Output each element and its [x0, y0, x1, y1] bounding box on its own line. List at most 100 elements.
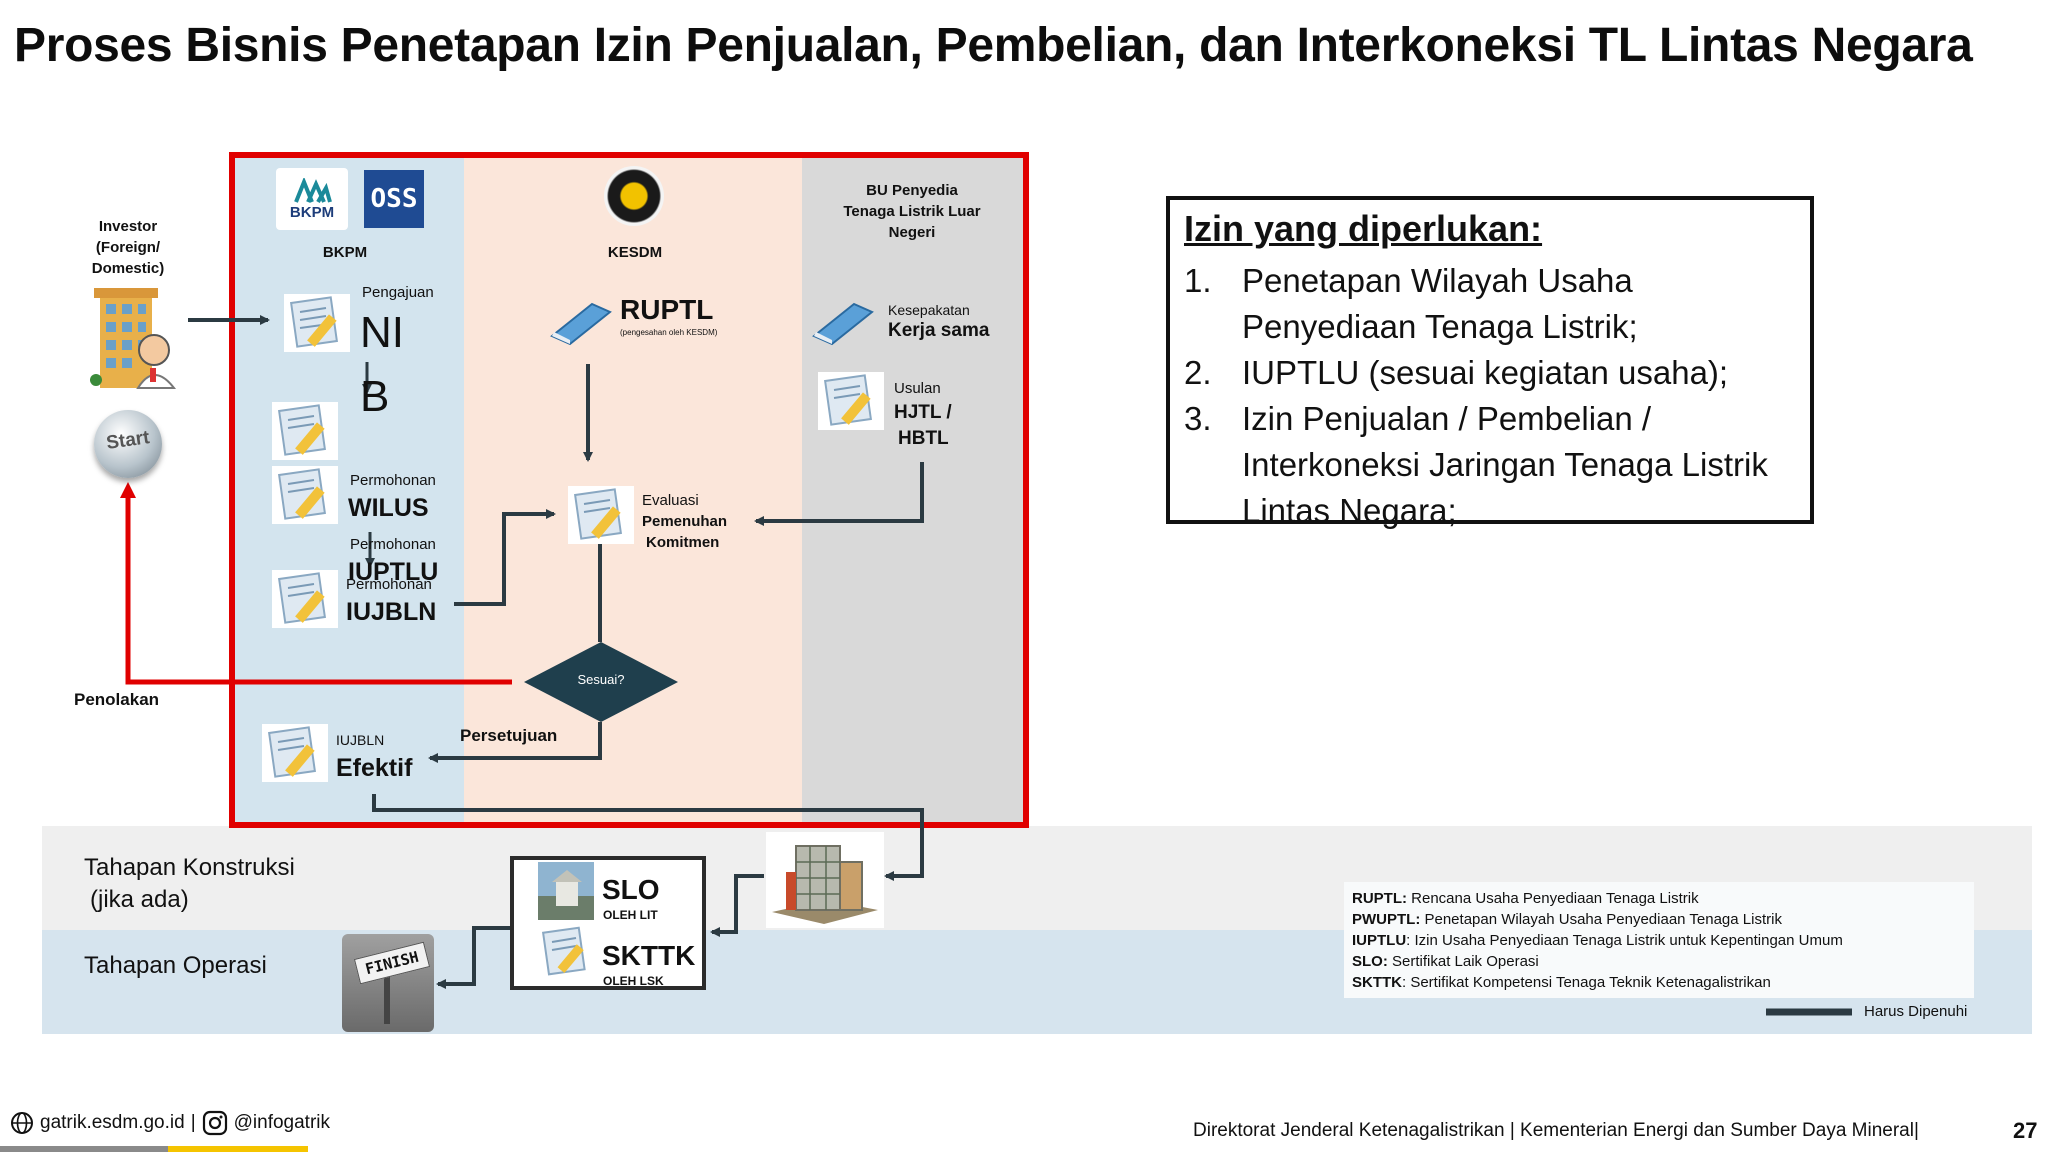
nib-document-icon	[284, 294, 350, 352]
requirement-text: Penetapan Wilayah Usaha Penyediaan Tenag…	[1242, 262, 1638, 345]
wilus-title: WILUS	[348, 494, 429, 522]
effective-document-icon	[262, 724, 328, 782]
iujbln-document-icon	[272, 570, 338, 628]
glossary-def: : Sertifikat Kompetensi Tenaga Teknik Ke…	[1402, 974, 1771, 991]
website-link[interactable]: gatrik.esdm.go.id	[40, 1112, 185, 1133]
bkpm-logo: BKPM	[276, 168, 348, 230]
lane-bu	[802, 157, 1024, 823]
requirement-num: 2.	[1184, 354, 1212, 391]
hjtl-title-2: HBTL	[898, 428, 949, 449]
social-link[interactable]: @infogatrik	[233, 1112, 331, 1133]
skttk-sub: OLEH LSK	[603, 974, 664, 988]
stage-construction-line1: Tahapan Konstruksi	[84, 854, 295, 881]
nib-caption: Pengajuan	[362, 284, 434, 301]
slo-sub: OLEH LIT	[603, 908, 658, 922]
glossary-def: Penetapan Wilayah Usaha Penyediaan Tenag…	[1420, 911, 1782, 928]
glossary-item: SKTTK: Sertifikat Kompetensi Tenaga Tekn…	[1352, 972, 1966, 993]
glossary-item: SLO: Sertifikat Laik Operasi	[1352, 951, 1966, 972]
stage-construction-line2: (jika ada)	[90, 886, 189, 913]
bkpm-logo-text: BKPM	[289, 203, 335, 221]
footer-bar-gray	[0, 1146, 168, 1152]
requirement-item: 2. IUPTLU (sesuai kegiatan usaha);	[1184, 350, 1804, 396]
requirement-text: Izin Penjualan / Pembelian / Interkoneks…	[1242, 400, 1768, 529]
effective-title: Efektif	[336, 754, 413, 782]
nib-title-2: B	[360, 372, 390, 421]
evaluation-line2: Pemenuhan	[642, 513, 728, 530]
hjtl-title-1: HJTL /	[894, 402, 952, 423]
investor-label: Investor (Foreign/ Domestic)	[80, 216, 176, 279]
kesdm-emblem-icon	[604, 166, 664, 226]
globe-icon	[11, 1112, 33, 1134]
bkpm-label: BKPM	[322, 244, 368, 261]
wilus-document-icon	[272, 466, 338, 524]
decision-diamond	[524, 642, 678, 722]
instagram-icon	[202, 1110, 227, 1136]
bkpm-emblem-icon	[294, 177, 332, 203]
ruptl-title: RUPTL	[620, 294, 714, 325]
investor-label-text: Investor (Foreign/ Domestic)	[91, 218, 165, 277]
glossary-term: IUPTLU	[1352, 932, 1407, 949]
effective-caption: IUJBLN	[336, 732, 385, 748]
decision-label: Sesuai?	[577, 672, 625, 687]
iuptlu-title: IUPTLU	[348, 558, 439, 586]
agreement-caption: Kesepakatan	[888, 302, 970, 318]
glossary-def: : Izin Usaha Penyediaan Tenaga Listrik u…	[1406, 932, 1843, 949]
footer-org: Direktorat Jenderal Ketenagalistrikan | …	[1193, 1120, 1919, 1141]
ruptl-book-icon	[550, 302, 612, 346]
requirements-box: Izin yang diperlukan: 1. Penetapan Wilay…	[1166, 196, 1814, 529]
glossary-term: SLO:	[1352, 953, 1388, 970]
hjtl-document-icon	[818, 372, 884, 430]
glossary-term: SKTTK	[1352, 974, 1402, 991]
finish-sign-pole	[384, 964, 390, 1024]
slo-building-icon	[538, 862, 594, 920]
ruptl-note: (pengesahan oleh KESDM)	[620, 328, 718, 337]
investor-building-icon	[90, 288, 177, 389]
approval-label: Persetujuan	[460, 726, 558, 745]
page-title: Proses Bisnis Penetapan Izin Penjualan, …	[14, 19, 1973, 72]
requirement-text: IUPTLU (sesuai kegiatan usaha);	[1242, 354, 1729, 391]
footer-bar-yellow	[168, 1146, 308, 1152]
page-number: 27	[2013, 1118, 2038, 1143]
footer-links: gatrik.esdm.go.id | @infogatrik	[10, 1110, 330, 1136]
iujbln-caption: Permohonan	[346, 576, 432, 593]
skttk-title: SKTTK	[602, 940, 696, 971]
footer-separator: |	[190, 1112, 196, 1133]
legend-label: Harus Dipenuhi	[1864, 1003, 1968, 1020]
agreement-book-icon	[812, 302, 874, 346]
slo-title: SLO	[602, 874, 660, 905]
requirement-num: 1.	[1184, 262, 1212, 299]
iujbln-title: IUJBLN	[346, 598, 437, 626]
scope-frame	[229, 152, 1029, 828]
glossary-def: Rencana Usaha Penyediaan Tenaga Listrik	[1407, 890, 1699, 907]
requirement-num: 3.	[1184, 400, 1212, 437]
glossary-item: IUPTLU: Izin Usaha Penyediaan Tenaga Lis…	[1352, 930, 1966, 951]
requirement-item: 1. Penetapan Wilayah Usaha Penyediaan Te…	[1184, 258, 1804, 350]
start-button-icon	[94, 410, 162, 478]
skttk-document-icon	[541, 926, 586, 976]
evaluation-document-icon	[568, 486, 634, 544]
nib-title-1: NI	[360, 308, 404, 357]
glossary-item: RUPTL: Rencana Usaha Penyediaan Tenaga L…	[1352, 888, 1966, 909]
stage-operation-label: Tahapan Operasi	[84, 952, 267, 979]
kesdm-label: KESDM	[607, 244, 663, 261]
glossary-term: RUPTL:	[1352, 890, 1407, 907]
agreement-title: Kerja sama	[888, 320, 990, 341]
rejection-label: Penolakan	[74, 690, 160, 709]
glossary-item: PWUPTL: Penetapan Wilayah Usaha Penyedia…	[1352, 909, 1966, 930]
wilus-caption: Permohonan	[350, 472, 436, 489]
evaluation-line1: Evaluasi	[642, 492, 699, 509]
requirement-item: 3. Izin Penjualan / Pembelian / Interkon…	[1184, 396, 1804, 529]
evaluation-line3: Komitmen	[646, 534, 720, 551]
oss-logo: OSS	[364, 170, 424, 228]
document-icon	[272, 402, 338, 460]
glossary-def: Sertifikat Laik Operasi	[1387, 953, 1539, 970]
iuptlu-caption: Permohonan	[350, 536, 436, 553]
stage-construction-label: Tahapan Konstruksi (jika ada)	[84, 852, 295, 916]
hjtl-caption: Usulan	[894, 380, 941, 397]
power-plant-icon	[766, 832, 884, 928]
bu-label: BU Penyedia Tenaga Listrik Luar Negeri	[843, 182, 981, 241]
glossary-term: PWUPTL:	[1352, 911, 1421, 928]
evaluation-label: Evaluasi Pemenuhan Komitmen	[642, 490, 727, 553]
glossary-box: RUPTL: Rencana Usaha Penyediaan Tenaga L…	[1344, 882, 1974, 998]
